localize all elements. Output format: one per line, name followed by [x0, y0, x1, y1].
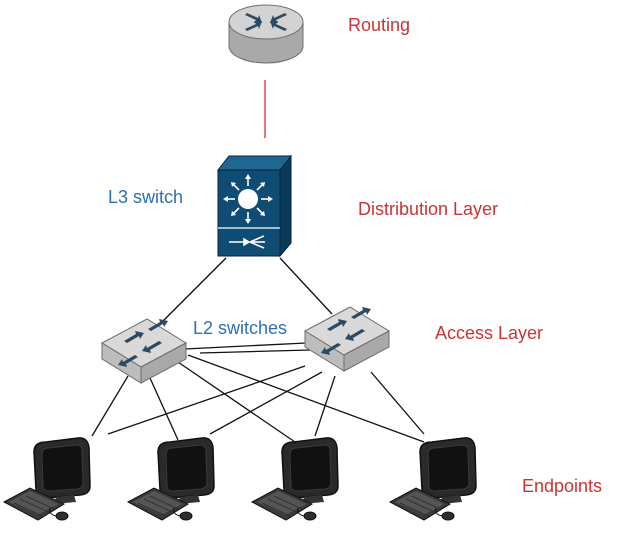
links: [91, 80, 425, 443]
link-l2a-ep4: [187, 354, 425, 443]
workstation-icon: [251, 437, 339, 521]
router-icon: [228, 4, 304, 64]
access-layer-label: Access Layer: [435, 323, 544, 343]
endpoints-label: Endpoints: [522, 476, 603, 496]
link-l2-l2-b: [199, 349, 311, 354]
distribution-layer-label: Distribution Layer: [358, 199, 499, 219]
l2-switch-icon: [304, 306, 390, 372]
l2-switch-icon: [101, 318, 187, 384]
link-l2a-ep2: [149, 377, 179, 441]
link-l2a-ep1: [91, 375, 129, 437]
l2-switches-label: L2 switches: [193, 318, 288, 338]
link-l2b-ep4: [370, 371, 425, 435]
link-l2-l2-a: [184, 342, 307, 350]
link-l3-l2-right: [279, 257, 333, 315]
link-l2b-ep3: [314, 375, 336, 437]
link-l3-l2-left: [159, 257, 227, 325]
l3-switch-label: L3 switch: [108, 187, 184, 207]
workstation-icon: [127, 437, 215, 521]
link-l2b-ep2: [209, 371, 323, 435]
workstation-icon: [3, 437, 91, 521]
l3-switch-icon: [216, 154, 293, 258]
link-l2a-ep3: [174, 359, 296, 443]
link-l2b-ep1: [107, 365, 306, 435]
routing-label: Routing: [348, 15, 411, 35]
workstation-icon: [389, 437, 477, 521]
